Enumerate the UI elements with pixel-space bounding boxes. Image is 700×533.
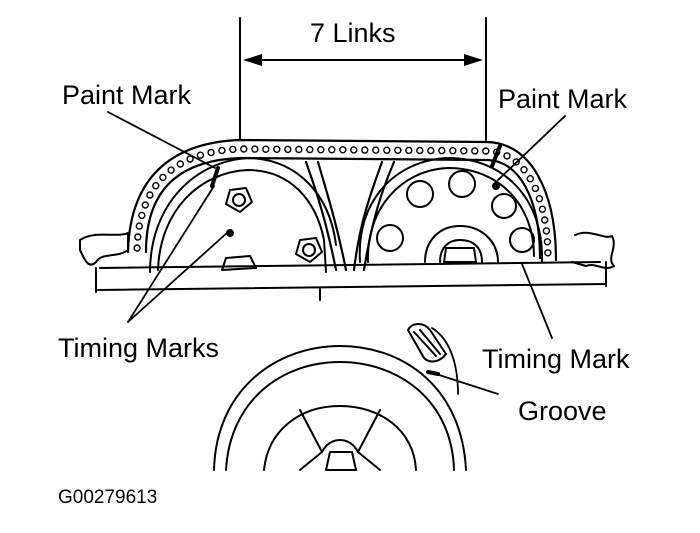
chain-roller [541,216,549,224]
chain-roller [207,148,215,157]
leader-paint-mark-right [497,115,566,181]
chain-roller [159,173,167,182]
arrowhead-right [464,54,483,66]
leader-timing-mark [521,263,553,339]
chain-roller [135,222,144,230]
label-paint-mark-right: Paint Mark [498,84,628,114]
links-dimension [239,17,487,141]
label-timing-marks: Timing Marks [58,333,220,363]
leader-lines [107,111,566,395]
chain-roller [383,146,391,154]
chain-roller [372,146,380,154]
label-7-links: 7 Links [310,18,396,48]
chain-roller [405,146,413,155]
pulley-rotation-arc [431,327,459,395]
chain-roller [427,146,435,155]
chain-roller [273,145,281,154]
chain-roller [141,201,150,209]
chain-roller [167,166,175,174]
chain-roller [317,145,325,154]
leader-paint-mark-left [107,111,216,169]
chain-roller [416,146,424,155]
chain-roller [186,155,194,163]
chain-roller [512,158,520,166]
leader-timing-marks-2 [127,231,229,323]
chain-roller [449,146,457,155]
chain-roller [146,191,154,199]
chain-roller [176,160,185,168]
chain-roller [350,146,358,154]
chain-roller [535,194,544,203]
label-groove: Groove [518,396,607,426]
leader-groove [435,373,499,395]
chain-roller [196,151,205,159]
chain-roller [240,145,248,153]
chain-roller [471,147,479,155]
chain-roller [531,184,540,193]
chain-roller [138,211,146,220]
chain-roller [152,181,160,190]
chain-roller [133,244,141,252]
chain-roller [284,145,292,154]
chain-roller [361,146,369,154]
chain-roller [526,174,534,183]
chain-roller [542,227,551,235]
chain-roller [503,152,511,160]
chain-roller [538,205,547,213]
right-camshaft-sprocket [358,144,544,263]
chain-roller [262,145,270,153]
left-camshaft-sprocket [149,157,337,273]
chain-roller [218,146,226,155]
crankshaft-pulley [213,323,467,471]
label-paint-mark-left: Paint Mark [62,80,192,110]
chain-roller [460,147,468,155]
chain-roller [438,146,446,155]
chain-roller [394,146,402,155]
chain-links [133,145,552,257]
chain-roller [339,146,347,154]
chain-roller [328,145,336,154]
chain-roller [134,233,142,241]
chain-roller [543,238,552,246]
chain-roller [306,145,314,154]
arrowhead-left [243,54,262,66]
cylinder-head [79,231,615,301]
leader-timing-marks-1 [127,185,215,323]
chain-roller [251,145,259,153]
chain-roller [229,145,237,154]
chain-roller [520,165,528,174]
figure-code: G00279613 [58,487,158,508]
label-timing-mark: Timing Mark [482,344,630,374]
chain-roller [544,249,552,257]
chain-roller [482,147,490,155]
chain-roller [295,145,303,154]
